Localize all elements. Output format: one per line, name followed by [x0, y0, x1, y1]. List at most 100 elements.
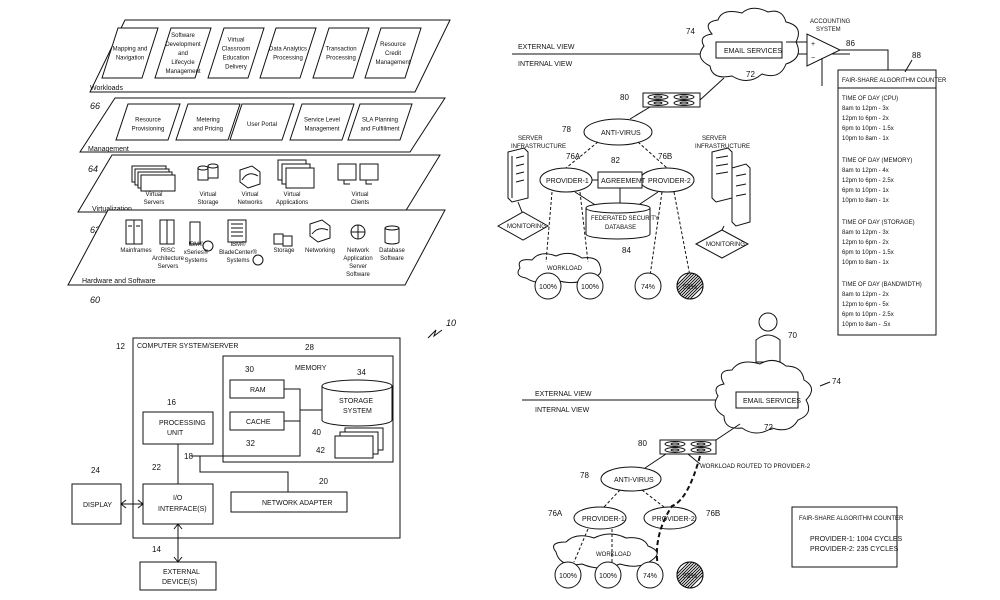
- fig3-fed-db-cylinder: [585, 202, 651, 240]
- fig3-server-infra-right-2: INFRASTRUCTURE: [695, 144, 750, 150]
- virtual-storage-line-1: Storage: [197, 200, 219, 206]
- fig-ref-10: 10: [446, 318, 456, 328]
- fig3-load-1: 100%: [576, 272, 604, 300]
- management-tile-3-line-1: Management: [304, 127, 339, 133]
- ram-label: RAM: [250, 387, 266, 394]
- hardware-bladecenter-systems-line-1: BladeCenter®: [219, 249, 257, 256]
- virtual-apps-line-0: Virtual: [284, 192, 301, 198]
- storage-ref: 34: [357, 368, 366, 377]
- virtual-networks-line-0: Virtual: [242, 192, 259, 198]
- virtual-servers-line-0: Virtual: [146, 192, 163, 198]
- program-ref: 40: [312, 428, 321, 437]
- counter-section-head-3: TIME OF DAY (BANDWIDTH): [842, 282, 922, 288]
- fig4-antivirus-ref: 78: [580, 471, 589, 480]
- virtual-clients-line-0: Virtual: [352, 192, 369, 198]
- management-layer: Management 64 ResourceProvisioningMeteri…: [79, 97, 446, 174]
- fig3-cloud-diagram: EXTERNAL VIEW INTERNAL VIEW EMAIL SERVIC…: [496, 7, 947, 336]
- fig3-load-3: 82%: [676, 272, 704, 300]
- counter-row-1-1: 12pm to 6pm - 2.5x: [842, 178, 894, 184]
- hardware-xseries-systems-icon: [189, 221, 214, 252]
- virtual-networks-icon: [239, 165, 261, 189]
- counter-section-head-2: TIME OF DAY (STORAGE): [842, 220, 915, 226]
- fig4-internal-view: INTERNAL VIEW: [535, 407, 590, 414]
- fig3-server-rack-left: [507, 147, 529, 203]
- hardware-networking-item: Networking: [305, 219, 335, 254]
- storage-system-cylinder: [321, 379, 393, 427]
- display-arrows: [120, 499, 144, 509]
- workload-tile-2-line-1: Classroom: [222, 47, 251, 53]
- fig3-load-0: 100%: [534, 272, 562, 300]
- fig3-load-label-3: 82%: [683, 284, 697, 291]
- virtualization-layer: Virtualization 62 VirtualServersVirtualS…: [77, 154, 441, 235]
- fig3-db-label-2: DATABASE: [605, 225, 636, 231]
- fig3-server-infra-left-1: SERVER: [518, 136, 543, 142]
- network-adapter-box: [230, 491, 348, 513]
- external-devices-box: [139, 561, 217, 591]
- fig4-routed-leader: [687, 453, 701, 465]
- fig4-lb-ref: 80: [638, 439, 647, 448]
- fig3-lb-disk-0-1: [673, 94, 695, 100]
- fig4-load-label-3: 82%: [683, 573, 697, 580]
- fig3-lb-disk-0-0: [647, 94, 669, 100]
- fig4-workload-links: [573, 528, 613, 563]
- hardware-xseries-systems-line-2: Systems: [184, 258, 207, 264]
- amp-minus: −: [811, 55, 815, 62]
- management-ref: 64: [88, 164, 98, 174]
- cache-ref: 32: [246, 439, 255, 448]
- workload-tile-1-line-2: and: [178, 51, 188, 57]
- hardware-risc-servers-line-0: RISC: [161, 248, 176, 254]
- fig3-server-infra-right-1: SERVER: [702, 136, 727, 142]
- counter-row-0-2: 6pm to 10pm - 1.5x: [842, 126, 894, 132]
- hardware-networking-line-0: Networking: [305, 248, 335, 254]
- fig3-agreement-label: AGREEMENT: [601, 178, 646, 185]
- external-ref: 14: [152, 545, 161, 554]
- fig4-counter-line1: PROVIDER-1: 1004 CYCLES: [810, 536, 903, 543]
- fig3-email-services-box: [715, 41, 783, 59]
- workload-tile-5-line-1: Credit: [385, 51, 401, 57]
- io-interface-box: [142, 483, 214, 525]
- hardware-storage-icon: [273, 233, 293, 247]
- fig3-antivirus: [583, 118, 653, 146]
- fig4-provider1: [573, 506, 627, 530]
- fig3-monitoring-left-label: MONITORING: [507, 224, 546, 230]
- system-label: COMPUTER SYSTEM/SERVER: [137, 343, 238, 350]
- fig4-lb-disk-1-1: [690, 447, 712, 453]
- hardware-network-app-server-line-3: Software: [346, 272, 370, 278]
- counter-row-0-0: 8am to 12pm - 3x: [842, 106, 889, 112]
- fig3-lb-disk-1-0: [647, 100, 669, 106]
- virtual-clients-icon: [337, 163, 379, 185]
- workloads-layer: Workloads 66 Mapping andNavigationSoftwa…: [89, 19, 451, 111]
- hardware-database-software-icon: [384, 225, 400, 245]
- fig3-counter-title: FAIR-SHARE ALGORITHM COUNTER: [842, 78, 947, 84]
- accounting-ref: 86: [846, 39, 855, 48]
- fig3-email-ref: 72: [746, 70, 755, 79]
- modules-ref: 42: [316, 446, 325, 455]
- fig3-antivirus-ref: 78: [562, 125, 571, 134]
- virtual-storage-icon: [197, 163, 219, 181]
- virtual-networks-line-1: Networks: [237, 200, 262, 206]
- fig3-counter-ref: 88: [912, 51, 921, 60]
- workload-tile-2-line-0: Virtual: [228, 38, 245, 44]
- system-ref: 12: [116, 342, 125, 351]
- fig4-antivirus-label: ANTI-VIRUS: [614, 477, 654, 484]
- hardware-mainframes-item: Mainframes: [120, 219, 152, 254]
- workload-tile-1-line-0: Software: [171, 33, 195, 39]
- fig4-cloud-ref: 74: [832, 377, 841, 386]
- counter-section-head-0: TIME OF DAY (CPU): [842, 96, 898, 102]
- fig4-load-label-1: 100%: [599, 573, 617, 580]
- hardware-mainframes-icon: [125, 219, 143, 245]
- counter-section-head-1: TIME OF DAY (MEMORY): [842, 158, 912, 164]
- workload-tile-0-line-1: Navigation: [116, 56, 144, 62]
- fig3-counter-ref-leader: [904, 59, 913, 73]
- fig3-lb-ref: 80: [620, 93, 629, 102]
- fig3-lb-link: [699, 77, 725, 101]
- fig4-routed-label: WORKLOAD ROUTED TO PROVIDER-2: [700, 464, 811, 470]
- hardware-bladecenter-systems-icon: [227, 219, 264, 266]
